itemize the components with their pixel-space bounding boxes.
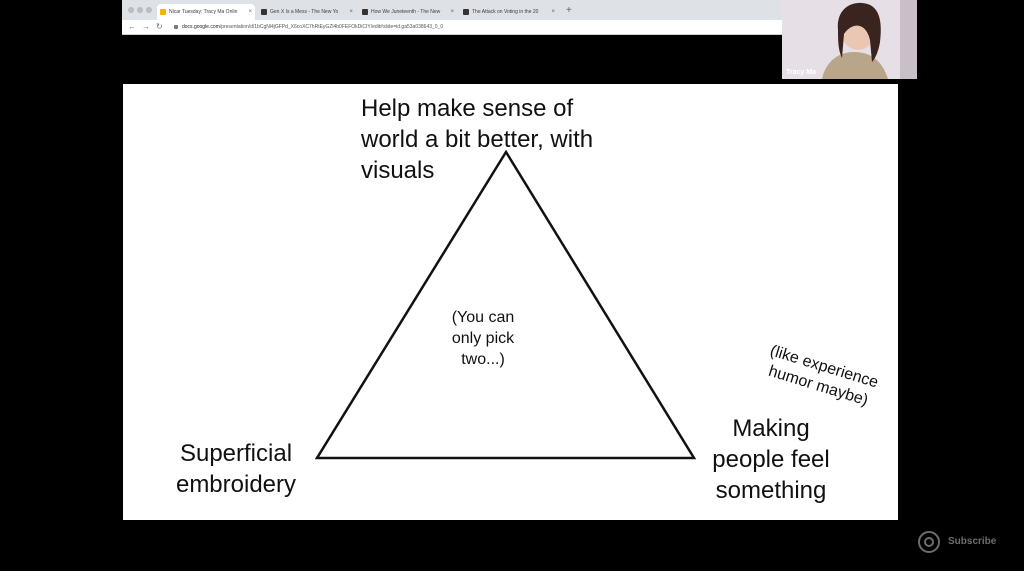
tab-title: How We Juneteenth - The New: [371, 9, 441, 15]
presenter-video-frame: [782, 0, 917, 79]
center-label-line: (You can: [451, 309, 515, 326]
triangle-shape: [314, 149, 697, 460]
subscribe-label: Subscribe: [948, 536, 997, 547]
tab-juneteenth[interactable]: How We Juneteenth - The New ×: [359, 4, 457, 20]
top-label-line: Help make sense of: [361, 95, 574, 122]
new-tab-button[interactable]: +: [566, 5, 572, 16]
nyt-icon: [463, 9, 469, 15]
url-domain: docs.google.com: [182, 24, 220, 30]
center-label-line: only pick: [451, 330, 515, 347]
center-label-line: two...): [461, 351, 505, 368]
webcam-video: Tracy Ma: [782, 0, 917, 79]
slides-icon: [160, 9, 166, 15]
close-tab-icon[interactable]: ×: [551, 9, 555, 15]
back-icon[interactable]: ←: [128, 22, 136, 31]
center-label: (You can only pick two...): [423, 307, 543, 370]
left-label-line: Superficial: [179, 440, 293, 467]
tab-attack-on-voting[interactable]: The Attack on Voting in the 20 ×: [460, 4, 558, 20]
left-vertex-label: Superficial embroidery: [161, 438, 311, 500]
subscribe-logo-icon: [918, 531, 940, 553]
slide-canvas: Help make sense of world a bit better, w…: [123, 84, 898, 520]
tab-nicar-tuesday[interactable]: Nicar Tuesday: Tracy Ma Onlin ×: [157, 4, 255, 20]
subscribe-logo-glyph: [924, 537, 934, 547]
right-label-line: people feel: [712, 446, 830, 473]
tab-strip: Nicar Tuesday: Tracy Ma Onlin × Gen X Is…: [122, 0, 782, 20]
maximize-window-dot[interactable]: [146, 7, 152, 13]
right-label-line: Making: [732, 415, 810, 442]
tab-gen-x[interactable]: Gen X Is a Mess - The New Yo ×: [258, 4, 356, 20]
nyt-icon: [261, 9, 267, 15]
left-label-line: embroidery: [175, 471, 297, 498]
participant-name: Tracy Ma: [786, 69, 816, 76]
reload-icon[interactable]: ↻: [156, 22, 163, 31]
tab-title: The Attack on Voting in the 20: [472, 9, 539, 15]
close-tab-icon[interactable]: ×: [248, 9, 252, 15]
triangle-diagram: [314, 149, 697, 460]
nyt-icon: [362, 9, 368, 15]
browser-toolbar: ← → ↻ docs.google.com/presentation/d/1bC…: [122, 20, 782, 35]
address-bar[interactable]: docs.google.com/presentation/d/1bCgNl4jG…: [174, 22, 443, 32]
browser-window: Nicar Tuesday: Tracy Ma Onlin × Gen X Is…: [122, 0, 782, 35]
top-label-line: world a bit better, with: [361, 126, 594, 153]
lock-icon: [174, 24, 178, 29]
tab-title: Gen X Is a Mess - The New Yo: [270, 9, 339, 15]
close-tab-icon[interactable]: ×: [450, 9, 454, 15]
url-path: /presentation/d/1bCgNl4jGFPd_X6coXC7hRtE…: [219, 24, 444, 30]
forward-icon[interactable]: →: [142, 22, 150, 31]
top-vertex-label: Help make sense of world a bit better, w…: [361, 93, 593, 186]
close-tab-icon[interactable]: ×: [349, 9, 353, 15]
tab-title: Nicar Tuesday: Tracy Ma Onlin: [169, 9, 238, 15]
close-window-dot[interactable]: [128, 7, 134, 13]
top-label-line: visuals: [361, 157, 435, 184]
right-label-line: something: [715, 477, 827, 504]
right-vertex-label: Making people feel something: [696, 413, 846, 506]
minimize-window-dot[interactable]: [137, 7, 143, 13]
